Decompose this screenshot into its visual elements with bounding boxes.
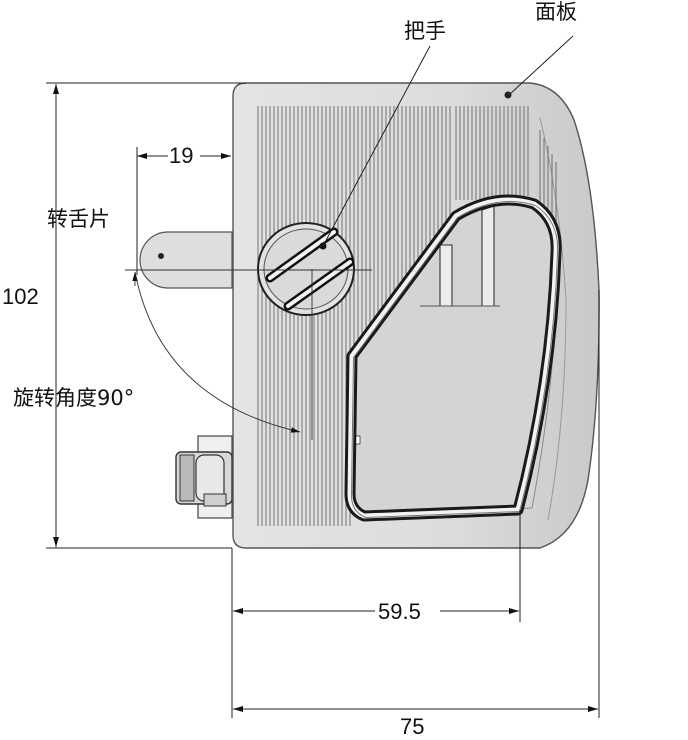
label-handle: 把手 <box>404 19 446 43</box>
handle-bail <box>344 194 562 522</box>
panel-ribs <box>257 106 557 526</box>
dimension-lines <box>46 82 600 718</box>
rotary-knob <box>257 222 355 316</box>
label-tongue: 转舌片 <box>47 207 110 231</box>
dim-total-width: 75 <box>400 714 424 739</box>
dim-height: 102 <box>2 284 39 309</box>
label-panel: 面板 <box>535 0 577 24</box>
tongue-plate <box>139 231 233 289</box>
label-rotation: 旋转角度90° <box>13 386 134 410</box>
center-lines <box>125 269 372 440</box>
dim-tongue-offset: 19 <box>169 143 193 168</box>
leader-lines <box>322 35 574 247</box>
dim-handle-width: 59.5 <box>378 599 421 624</box>
cam-bracket <box>175 435 233 519</box>
